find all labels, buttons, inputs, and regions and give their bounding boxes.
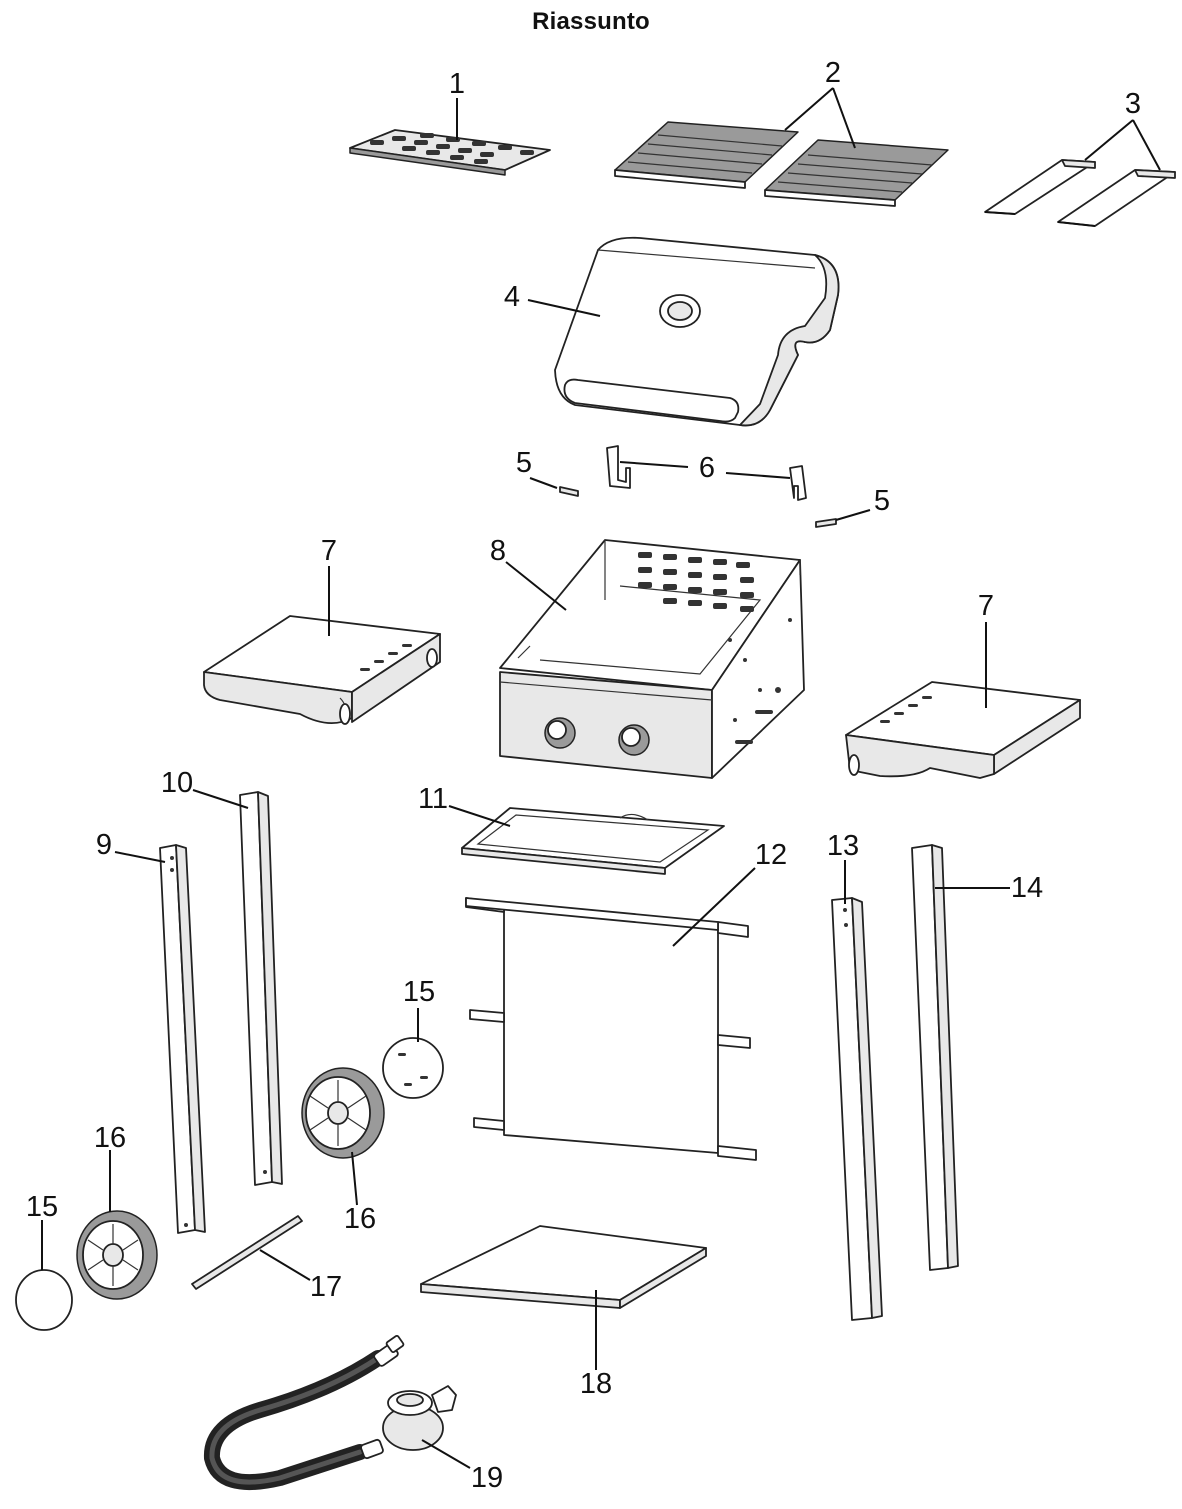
callout-labels: 1 2 3 4 5 5 6 7 7 8 9 10 11 12 13 14 15 … <box>26 57 1141 1494</box>
part-2-cooking-grates <box>614 121 949 207</box>
callout-11: 11 <box>418 783 448 815</box>
callout-14: 14 <box>1011 872 1043 904</box>
page-title: Riassunto <box>532 8 650 35</box>
part-12-back-panel <box>465 897 757 1161</box>
part-7-side-shelf-left <box>203 615 441 725</box>
part-9-leg <box>159 844 206 1234</box>
part-10-leg <box>239 791 283 1186</box>
part-15-hubcap-lower <box>15 1269 73 1331</box>
callout-7-left: 7 <box>321 535 337 567</box>
part-8-firebox <box>499 539 805 779</box>
callout-19: 19 <box>471 1462 503 1494</box>
callout-16-lower: 16 <box>94 1122 126 1154</box>
callout-7-right: 7 <box>978 590 994 622</box>
callout-8: 8 <box>490 535 506 567</box>
callout-15-upper: 15 <box>403 976 435 1008</box>
part-14-leg <box>911 844 959 1271</box>
part-17-axle <box>191 1215 303 1290</box>
part-15-hubcap-upper <box>382 1037 444 1099</box>
callout-5-right: 5 <box>874 485 890 517</box>
callout-6: 6 <box>699 452 715 484</box>
callout-12: 12 <box>755 839 787 871</box>
callout-1: 1 <box>449 68 465 100</box>
part-6-hinges <box>606 445 807 501</box>
part-5-pins <box>559 486 837 528</box>
callout-2: 2 <box>825 57 841 89</box>
part-11-grease-tray <box>461 807 725 875</box>
callout-9: 9 <box>96 829 112 861</box>
part-16-wheel-lower <box>76 1210 158 1300</box>
callout-16-upper: 16 <box>344 1203 376 1235</box>
callout-5-left: 5 <box>516 447 532 479</box>
callout-10: 10 <box>161 767 193 799</box>
part-1-heat-plate <box>349 129 551 176</box>
part-16-wheel-upper <box>301 1067 385 1159</box>
callout-18: 18 <box>580 1368 612 1400</box>
part-19-gas-hose-regulator <box>203 1334 457 1491</box>
leader-lines <box>41 87 1161 1469</box>
part-13-leg <box>831 897 883 1321</box>
part-4-lid <box>554 236 840 427</box>
part-3-flame-tamers <box>984 159 1176 227</box>
callout-3: 3 <box>1125 88 1141 120</box>
part-18-bottom-shelf <box>420 1225 707 1309</box>
callout-15-lower: 15 <box>26 1191 58 1223</box>
callout-13: 13 <box>827 830 859 862</box>
callout-4: 4 <box>504 281 520 313</box>
callout-17: 17 <box>310 1271 342 1303</box>
part-7-side-shelf-right <box>845 681 1081 779</box>
